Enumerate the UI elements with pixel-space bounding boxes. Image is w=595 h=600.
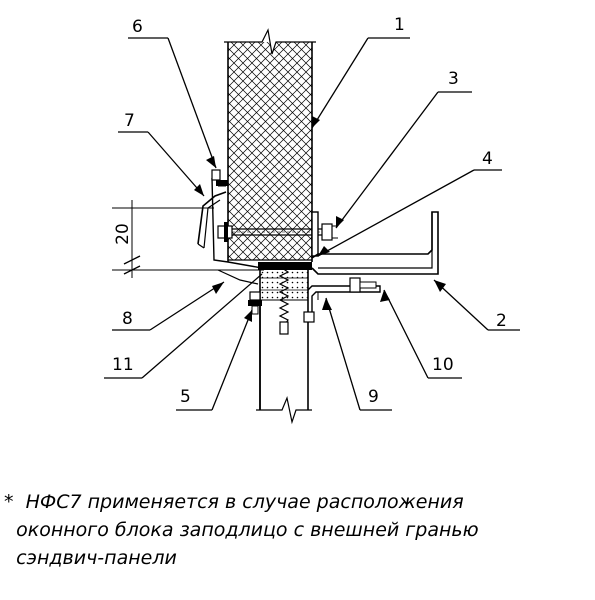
window-sill-profile <box>311 211 439 275</box>
footnote-text-3: сэндвич-панели <box>16 547 177 569</box>
callout-leaders <box>104 37 520 411</box>
dimension-label: 20 <box>113 223 133 245</box>
footnote: * НФС7 применяется в случае расположения… <box>4 488 592 572</box>
footnote-line-2: оконного блока заподлицо с внешней грань… <box>4 516 592 544</box>
footnote-line-3: сэндвич-панели <box>4 544 592 572</box>
callout-8: 8 <box>122 309 133 329</box>
bracket-plate <box>311 211 319 257</box>
window-block <box>256 267 312 425</box>
outer-flashing <box>197 177 263 285</box>
foam-seal <box>258 262 312 270</box>
callout-4: 4 <box>482 149 493 169</box>
footnote-text-1: НФС7 применяется в случае расположения <box>25 491 464 513</box>
callout-5: 5 <box>180 387 191 407</box>
footnote-line-1: * НФС7 применяется в случае расположения <box>4 488 592 516</box>
callout-numbers: 1 2 3 4 5 6 7 8 9 10 11 <box>112 15 507 407</box>
footnote-asterisk: * <box>4 491 14 513</box>
sandwich-panel <box>224 28 316 262</box>
dimension-20: 20 <box>112 200 264 278</box>
self-tapping-screw <box>278 267 290 335</box>
callout-11: 11 <box>112 355 134 375</box>
support-bracket <box>303 277 381 323</box>
rivet-upper <box>211 169 228 187</box>
callout-1: 1 <box>394 15 405 35</box>
callout-7: 7 <box>124 111 135 131</box>
callout-2: 2 <box>496 311 507 331</box>
callout-arrowheads <box>194 116 446 322</box>
callout-6: 6 <box>132 17 143 37</box>
callout-3: 3 <box>448 69 459 89</box>
callout-10: 10 <box>432 355 454 375</box>
footnote-text-2: оконного блока заподлицо с внешней грань… <box>16 519 479 541</box>
callout-9: 9 <box>368 387 379 407</box>
